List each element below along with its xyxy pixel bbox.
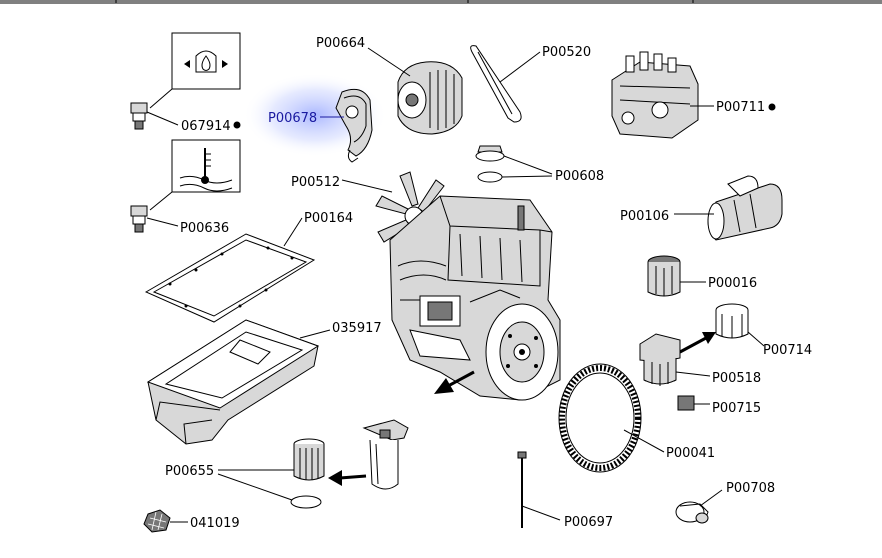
part-label-P00664[interactable]: P00664 xyxy=(316,36,365,51)
svg-text:P00708: P00708 xyxy=(726,481,775,496)
ring-gear xyxy=(558,363,665,473)
svg-text:067914: 067914 xyxy=(181,119,231,134)
part-label-P00016[interactable]: P00016 xyxy=(708,276,757,291)
part-label-P00655[interactable]: P00655 xyxy=(165,464,294,501)
part-label-P00164[interactable]: P00164 xyxy=(304,211,353,226)
temperature-symbol-box xyxy=(149,139,241,211)
svg-text:P00714: P00714 xyxy=(763,343,812,358)
gasket-kit xyxy=(143,509,188,533)
injection-pump xyxy=(611,51,714,139)
sump-gasket xyxy=(144,217,316,323)
svg-text:P00106: P00106 xyxy=(620,209,669,224)
svg-text:P00520: P00520 xyxy=(542,45,591,60)
oil-pressure-icon xyxy=(201,55,211,71)
svg-text:P00655: P00655 xyxy=(165,464,214,479)
part-label-P00512[interactable]: P00512 xyxy=(291,175,340,190)
svg-text:P00636: P00636 xyxy=(180,221,229,236)
svg-text:P00164: P00164 xyxy=(304,211,353,226)
oil-drain-arrow xyxy=(434,370,475,394)
svg-text:P00016: P00016 xyxy=(708,276,757,291)
svg-text:P00608: P00608 xyxy=(555,169,604,184)
oil-filter-element xyxy=(293,438,325,481)
part-label-P00711[interactable]: P00711 xyxy=(716,100,776,115)
coolant-temperature-icon xyxy=(179,148,233,192)
oil-pressure-sender xyxy=(130,102,179,130)
filter-bowl xyxy=(715,303,765,347)
part-label-P00518[interactable]: P00518 xyxy=(712,371,761,386)
temperature-sender xyxy=(130,205,179,233)
part-label-067914[interactable]: 067914 xyxy=(181,119,241,134)
filler-cap xyxy=(475,145,553,183)
flywheel xyxy=(485,303,559,401)
part-label-041019[interactable]: 041019 xyxy=(190,516,240,531)
water-sensor xyxy=(677,395,710,411)
drive-belt xyxy=(470,45,541,123)
dipstick xyxy=(517,451,561,528)
oil-pressure-symbol-box xyxy=(149,32,241,109)
svg-text:P00711: P00711 xyxy=(716,100,765,115)
top-toolbar-strip xyxy=(0,0,882,4)
part-label-P00715[interactable]: P00715 xyxy=(712,401,761,416)
svg-text:P00041: P00041 xyxy=(666,446,715,461)
part-label-035917[interactable]: 035917 xyxy=(332,321,382,336)
water-pump-housing xyxy=(335,88,373,163)
part-label-P00697[interactable]: P00697 xyxy=(564,515,613,530)
part-label-P00608[interactable]: P00608 xyxy=(555,169,604,184)
oil-filter-housing xyxy=(362,419,409,490)
svg-text:P00664: P00664 xyxy=(316,36,365,51)
part-label-P00636[interactable]: P00636 xyxy=(180,221,229,236)
svg-text:P00678: P00678 xyxy=(268,111,317,126)
part-label-P00714[interactable]: P00714 xyxy=(763,343,812,358)
marker-dot-icon xyxy=(233,121,241,129)
svg-text:P00715: P00715 xyxy=(712,401,761,416)
part-label-P00041[interactable]: P00041 xyxy=(666,446,715,461)
fuel-filter xyxy=(647,255,706,297)
oil-filter-arrow xyxy=(328,470,367,486)
part-label-P00678[interactable]: P00678 xyxy=(268,111,344,126)
pre-filter xyxy=(639,333,711,386)
svg-text:035917: 035917 xyxy=(332,321,382,336)
starter-motor xyxy=(674,175,783,241)
oil-filter-seal xyxy=(290,495,322,509)
svg-text:P00518: P00518 xyxy=(712,371,761,386)
marker-dot-icon xyxy=(768,103,776,111)
oil-pan xyxy=(146,319,331,445)
thermostat-housing xyxy=(675,489,723,524)
bowl-arrow xyxy=(679,332,716,354)
svg-text:P00697: P00697 xyxy=(564,515,613,530)
alternator xyxy=(367,47,463,135)
part-label-P00106[interactable]: P00106 xyxy=(620,209,669,224)
part-label-P00708[interactable]: P00708 xyxy=(726,481,775,496)
part-label-P00520[interactable]: P00520 xyxy=(542,45,591,60)
svg-text:P00512: P00512 xyxy=(291,175,340,190)
svg-text:041019: 041019 xyxy=(190,516,240,531)
